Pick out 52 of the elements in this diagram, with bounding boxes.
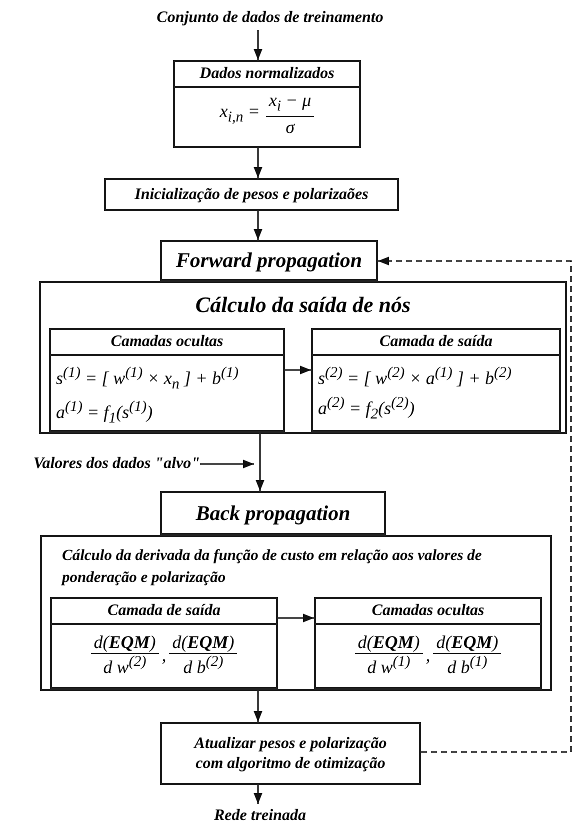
box-heading: Camada de saída [108, 602, 220, 619]
box-text: Inicialização de pesos e polarizaões [134, 184, 368, 204]
layer-box [49, 328, 285, 432]
formula: x$_{i,n}$ = [220, 101, 260, 127]
process-box [104, 178, 399, 211]
process-box [160, 722, 421, 785]
formula-separator: , [162, 644, 166, 666]
formula-denominator: d w$^{(2)}$ [103, 654, 146, 678]
group-box [39, 281, 567, 434]
arrow [278, 614, 314, 622]
dashed-feedback-arrow [378, 256, 572, 753]
flow-text: Valores dos dados "alvo" [33, 455, 200, 473]
box-heading: Camadas ocultas [110, 333, 224, 350]
group-title: Cálculo da saída de nós [195, 292, 411, 317]
arrow [256, 434, 264, 491]
arrow [254, 30, 262, 60]
formula-numerator: d(EQM) [433, 632, 502, 654]
formula-numerator: d(EQM) [169, 632, 238, 654]
formula-denominator: d b$^{(1)}$ [447, 654, 488, 678]
arrow [254, 148, 262, 178]
group-box [40, 535, 552, 691]
group-title: Cálculo da derivada da função de custo em relação aos valores de ponderação e polarização [62, 547, 482, 586]
arrow [254, 785, 262, 804]
formula: s$^{(2)}$ = [ w$^{(2)}$ × a$^{(1)}$ ] + b$^{(2)}$ [318, 368, 512, 388]
formula: a$^{(2)}$ = f$_{2}$(s$^{(2)}$) [318, 398, 415, 418]
formula-denominator: d b$^{(2)}$ [183, 654, 224, 678]
formula-numerator: d(EQM) [354, 632, 423, 654]
stage-box [160, 491, 386, 535]
layer-box [50, 597, 278, 689]
stage-title: Forward propagation [176, 248, 362, 273]
formula-separator: , [426, 644, 430, 666]
box-heading: Camada de saída [380, 333, 492, 350]
formula-numerator: d(EQM) [90, 632, 159, 654]
formula-numerator: x$_{i}$ − μ [266, 90, 314, 117]
formula: a$^{(1)}$ = f$_{1}$(s$^{(1)}$) [56, 402, 153, 422]
stage-title: Back propagation [196, 500, 350, 526]
formula-denominator: d w$^{(1)}$ [367, 654, 410, 678]
process-box [173, 60, 361, 148]
box-text: Atualizar pesos e polarização com algoritmo de otimização [192, 734, 388, 773]
arrow [254, 691, 262, 722]
arrow [200, 460, 254, 468]
box-heading: Dados normalizados [200, 65, 334, 82]
flow-text: Conjunto de dados de treinamento [156, 9, 384, 27]
formula-denominator: σ [286, 116, 294, 138]
stage-box [160, 240, 378, 281]
formula: s$^{(1)}$ = [ w$^{(1)}$ × x$_{n}$ ] + b$^{(1)}$ [56, 368, 238, 388]
flow-text: Rede treinada [214, 807, 306, 825]
layer-box [314, 597, 542, 689]
arrow [285, 366, 311, 374]
layer-box [311, 328, 561, 432]
arrow [254, 211, 262, 240]
box-heading: Camadas ocultas [372, 602, 484, 619]
